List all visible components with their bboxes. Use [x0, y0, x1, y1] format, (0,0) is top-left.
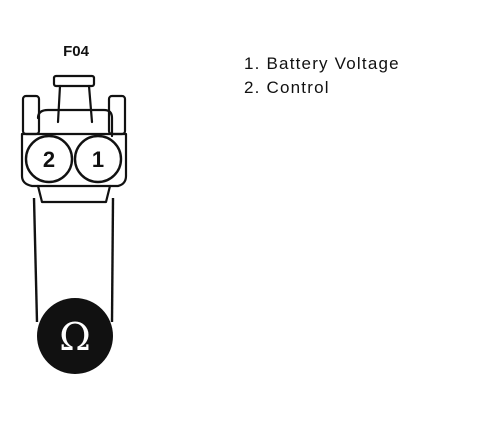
ohmmeter-icon: Ω	[37, 298, 113, 374]
pin-2-label: 2	[43, 147, 55, 172]
pin-2: 2	[24, 134, 74, 184]
pin-1-label: 1	[92, 147, 104, 172]
pin-legend: 1. Battery Voltage 2. Control	[244, 52, 400, 100]
legend-item-battery-voltage: 1. Battery Voltage	[244, 54, 400, 73]
legend-item-control: 2. Control	[244, 78, 330, 97]
connector-body	[20, 74, 128, 204]
ohm-symbol: Ω	[59, 315, 91, 359]
connector-id-label: F04	[63, 43, 90, 60]
lead-pin-2	[32, 197, 39, 323]
lead-pin-1	[110, 197, 115, 323]
pin-1: 1	[73, 134, 123, 184]
test-leads	[32, 197, 115, 323]
